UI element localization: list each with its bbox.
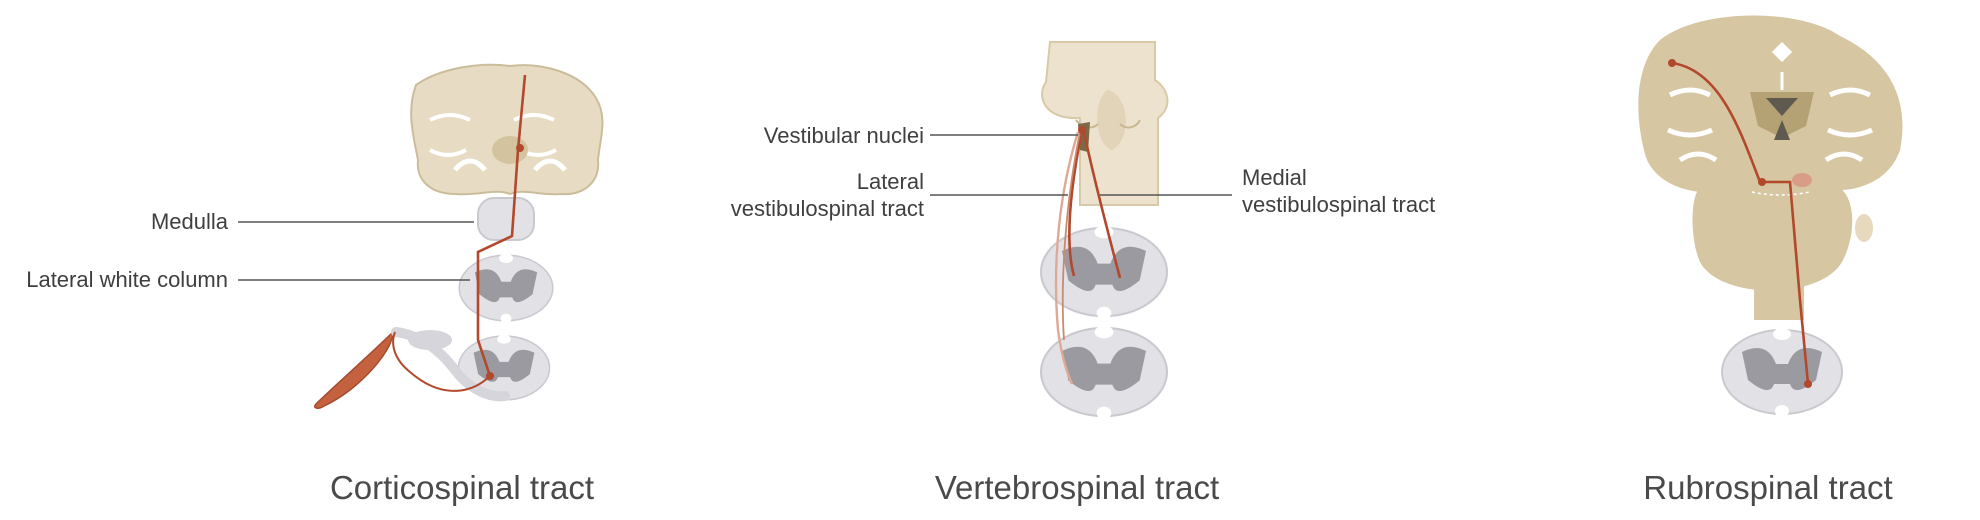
corticospinal-tract-line: [392, 74, 527, 392]
label-lateral-white-column: Lateral white column: [26, 267, 228, 292]
title-rubrospinal-tract: Rubrospinal tract: [1643, 469, 1893, 506]
brain-brainstem-icon: [1638, 15, 1903, 320]
spinal-cord-section-icon: [1039, 224, 1169, 421]
rubrospinal-tract-line: [1668, 59, 1812, 388]
muscle-icon: [313, 327, 510, 409]
title-vertebrospinal-tract: Vertebrospinal tract: [934, 469, 1220, 506]
brainstem-icon: [1041, 41, 1169, 206]
coronal-brain-icon: [410, 63, 604, 196]
label-vestibular-nuclei: Vestibular nuclei: [763, 123, 924, 148]
title-corticospinal-tract: Corticospinal tract: [329, 469, 595, 506]
medulla-icon: [477, 197, 535, 241]
label-lateral-vestibulospinal-tract: Lateral vestibulospinal tract: [730, 169, 924, 221]
label-medial-vestibulospinal-tract: Medial vestibulospinal tract: [1242, 165, 1436, 217]
spinal-cord-section-icon: [457, 252, 554, 403]
vestibulospinal-tract-lines: [1054, 126, 1122, 385]
label-medulla: Medulla: [150, 209, 228, 234]
spinal-cord-section-icon: [1721, 327, 1843, 418]
